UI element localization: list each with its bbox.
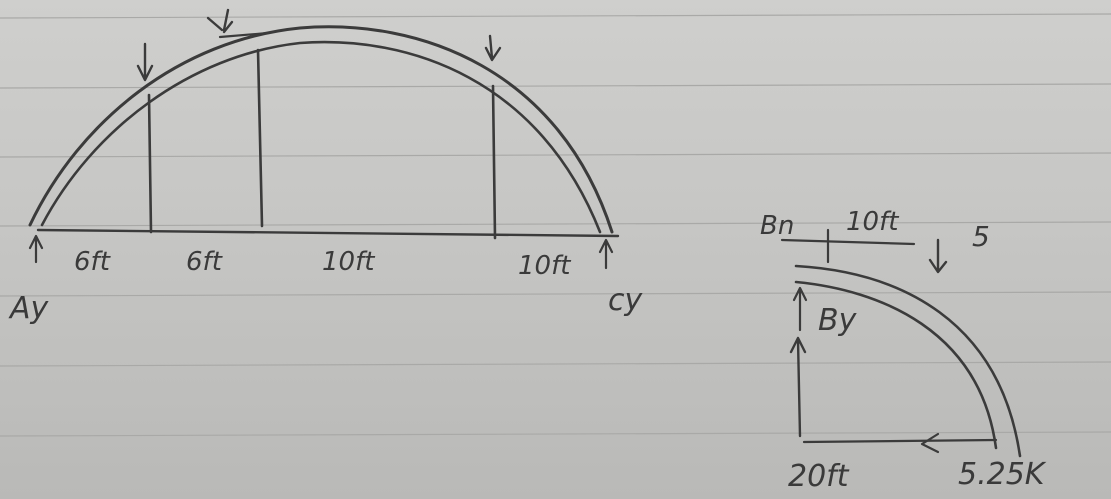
down-arrow-icon (206, 8, 270, 39)
support-label-ay: Ay (8, 291, 50, 326)
detail-load-bottom: 5.25K (958, 457, 1047, 492)
down-arrow-icon (928, 238, 948, 274)
detail-length-top: 10ft (846, 207, 899, 237)
detail-top-line (780, 238, 916, 246)
base-dimension-line (36, 228, 620, 238)
up-arrow-icon (789, 336, 807, 438)
segment-label-4: 10ft (518, 251, 571, 281)
arch-inner-curve (40, 40, 602, 234)
detail-inner-curve (794, 280, 998, 450)
arch-outer-curve (28, 25, 614, 234)
segment-label-3: 10ft (322, 247, 375, 277)
detail-reaction-by: By (818, 303, 858, 338)
up-arrow-icon (598, 238, 614, 270)
detail-load-top: 5 (972, 220, 990, 253)
detail-outer-curve (794, 264, 1022, 458)
load-arrows (136, 8, 502, 82)
support-arrows (28, 234, 614, 270)
segment-label-1: 6ft (74, 247, 111, 277)
up-arrow-icon (792, 286, 808, 332)
ruled-lines (0, 13, 1111, 437)
up-arrow-icon (28, 234, 44, 264)
left-arrow-icon (920, 432, 940, 454)
arch-structure (28, 25, 620, 240)
vertical-member-3 (491, 84, 497, 240)
vertical-member-1 (147, 93, 153, 234)
down-arrow-icon (484, 34, 502, 62)
detail-diagram (780, 228, 1022, 458)
support-label-cy: cy (608, 283, 643, 318)
segment-label-2: 6ft (186, 247, 223, 277)
detail-length-bottom: 20ft (788, 459, 850, 494)
detail-bottom-line (802, 438, 998, 444)
down-arrow-icon (136, 42, 154, 82)
vertical-member-2 (256, 48, 264, 228)
detail-label-bn: Bn (760, 211, 794, 241)
